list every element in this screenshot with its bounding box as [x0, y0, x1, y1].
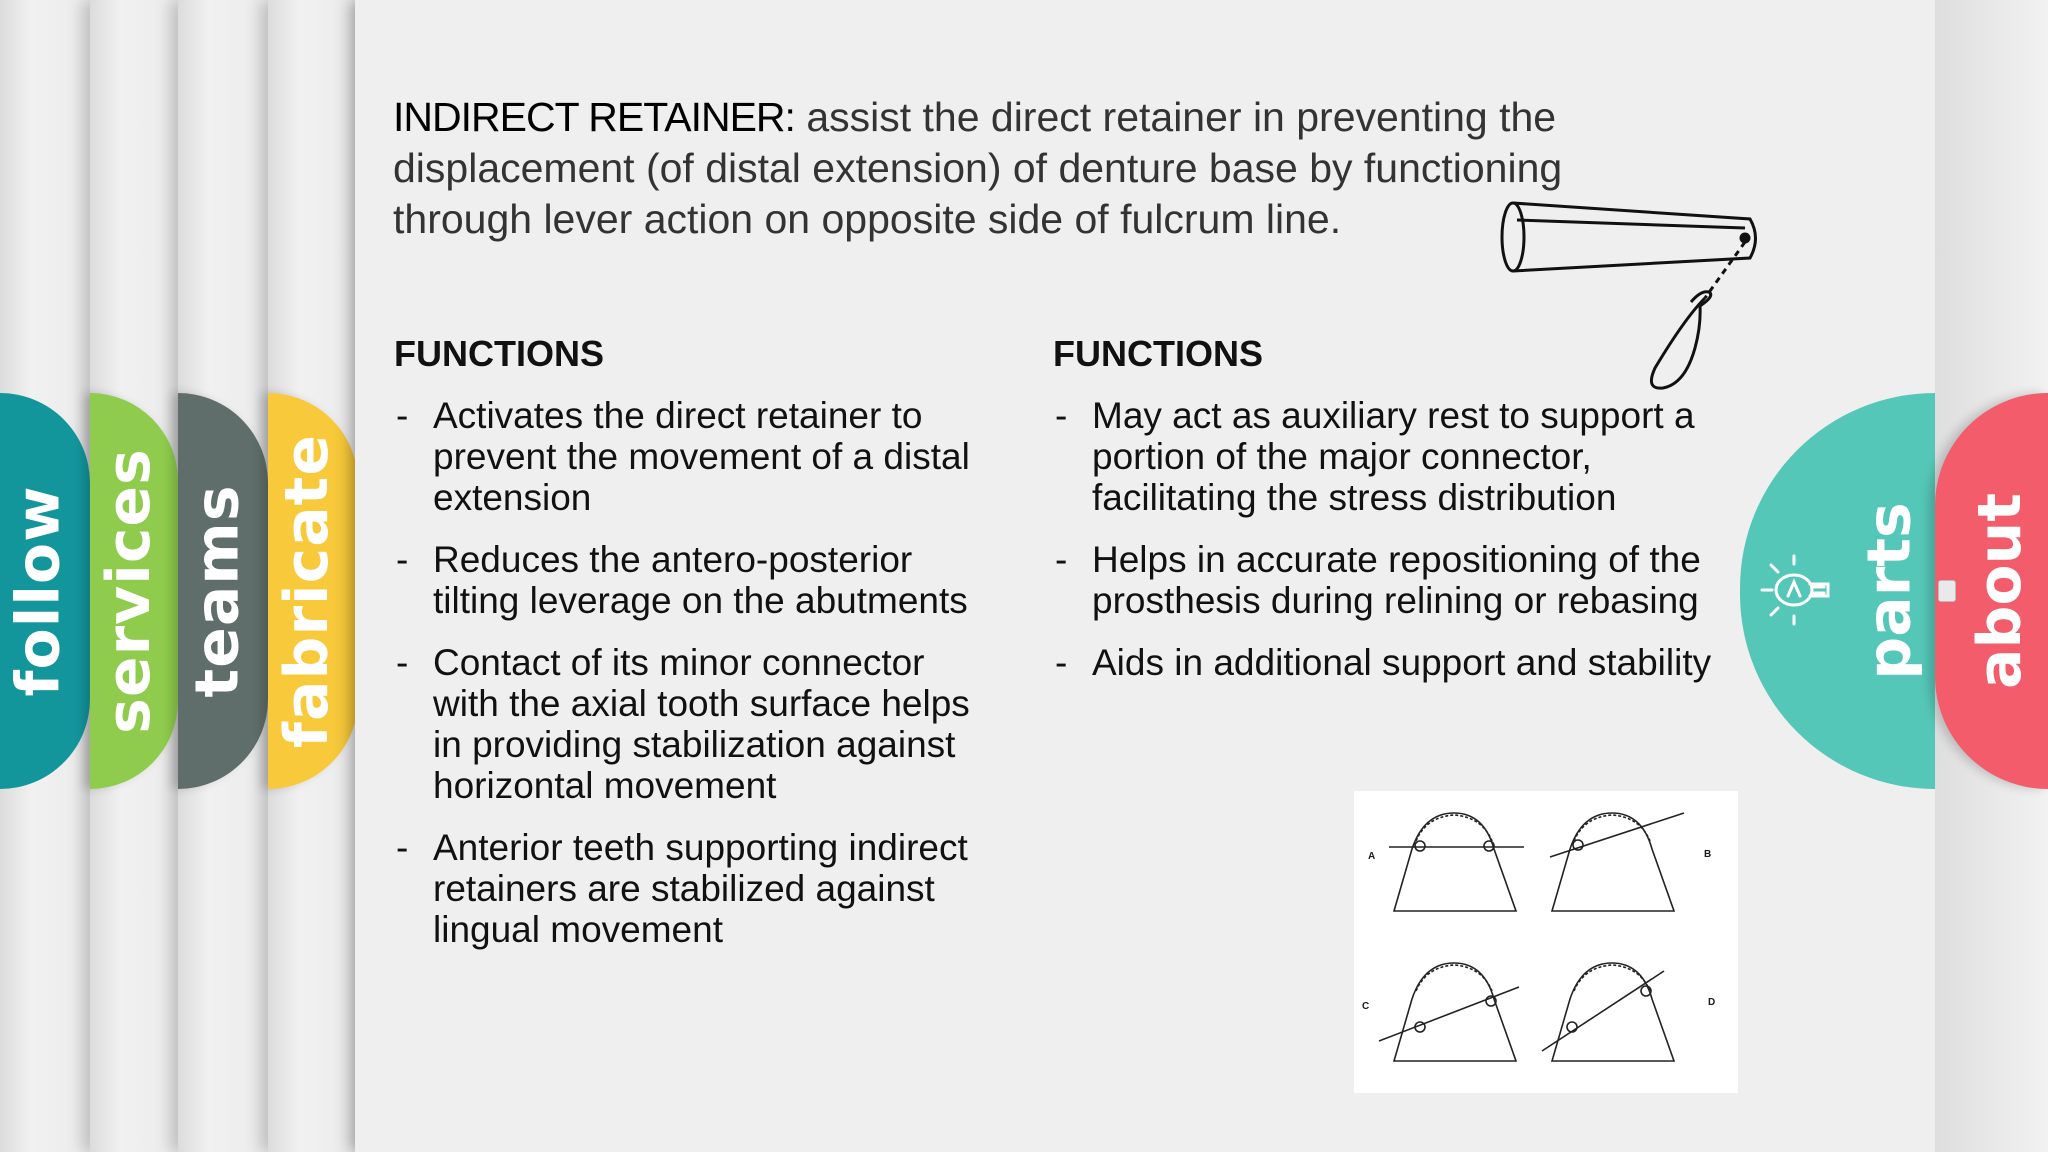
list-item: -May act as auxiliary rest to support a … — [1053, 395, 1733, 518]
lightbulb-icon — [1760, 554, 1830, 626]
right-column-heading: FUNCTIONS — [1053, 333, 1263, 374]
list-item: -Activates the direct retainer to preven… — [394, 395, 994, 518]
tab-teams-label: teams — [183, 484, 254, 698]
tab-follow-label: follow — [4, 485, 75, 697]
tab-services[interactable] — [90, 393, 178, 789]
list-item-text: May act as auxiliary rest to support a p… — [1092, 395, 1695, 518]
tab-services-label: services — [94, 448, 164, 734]
list-dash: - — [1055, 539, 1068, 580]
list-item-text: Helps in accurate repositioning of the p… — [1092, 539, 1701, 621]
tab-parts-label: parts — [1855, 502, 1926, 680]
list-item: -Contact of its minor connector with the… — [394, 642, 994, 806]
list-dash: - — [1055, 642, 1068, 683]
list-dash: - — [396, 827, 409, 868]
panel-label-a: A — [1368, 851, 1376, 862]
panel-label-b: B — [1704, 849, 1712, 860]
left-function-list: -Activates the direct retainer to preven… — [394, 395, 994, 971]
panel-label-d: D — [1708, 997, 1716, 1008]
lever-pin-illustration — [1500, 201, 1757, 390]
tab-teams-label-wrap: teams — [178, 393, 258, 789]
tab-fabricate-label-wrap: fabricate — [268, 393, 346, 789]
tab-fabricate-label: fabricate — [272, 433, 343, 749]
list-item: -Reduces the antero-posterior tilting le… — [394, 539, 994, 621]
list-dash: - — [396, 395, 409, 436]
arch-diagram-a — [1389, 812, 1524, 912]
intro-term: INDIRECT RETAINER: — [393, 94, 796, 140]
tab-fabricate[interactable] — [268, 393, 358, 789]
list-item-text: Reduces the antero-posterior tilting lev… — [433, 539, 968, 621]
list-dash: - — [1055, 395, 1068, 436]
list-item: -Anterior teeth supporting indirect reta… — [394, 827, 994, 950]
list-item-text: Activates the direct retainer to prevent… — [433, 395, 970, 518]
tab-edge-marker — [1938, 580, 1956, 602]
arch-diagram-c — [1378, 962, 1520, 1062]
tab-about-label: about — [1965, 492, 2035, 690]
list-dash: - — [396, 642, 409, 683]
fulcrum-line-figure: A B C D — [1354, 791, 1738, 1093]
tab-parts-label-wrap: parts — [1850, 393, 1930, 789]
intro-definition: assist the direct retainer in preventing… — [393, 94, 1563, 242]
tab-about-label-wrap: about — [1955, 393, 2045, 789]
list-item: -Aids in additional support and stabilit… — [1053, 642, 1733, 683]
right-function-list: -May act as auxiliary rest to support a … — [1053, 395, 1733, 704]
tab-services-label-wrap: services — [90, 393, 168, 789]
list-dash: - — [396, 539, 409, 580]
list-item-text: Anterior teeth supporting indirect retai… — [433, 827, 968, 950]
tab-follow[interactable] — [0, 393, 90, 789]
arch-diagram-d — [1541, 962, 1676, 1062]
tab-follow-label-wrap: follow — [0, 393, 78, 789]
tab-teams[interactable] — [178, 393, 268, 789]
panel-label-c: C — [1362, 1001, 1370, 1012]
list-item-text: Contact of its minor connector with the … — [433, 642, 970, 806]
intro-paragraph: INDIRECT RETAINER: assist the direct ret… — [393, 92, 1653, 245]
left-column-heading: FUNCTIONS — [394, 333, 604, 374]
list-item: -Helps in accurate repositioning of the … — [1053, 539, 1733, 621]
arch-diagram-b — [1549, 812, 1685, 912]
list-item-text: Aids in additional support and stability — [1092, 642, 1712, 683]
arch-diagrams — [1378, 812, 1685, 1062]
